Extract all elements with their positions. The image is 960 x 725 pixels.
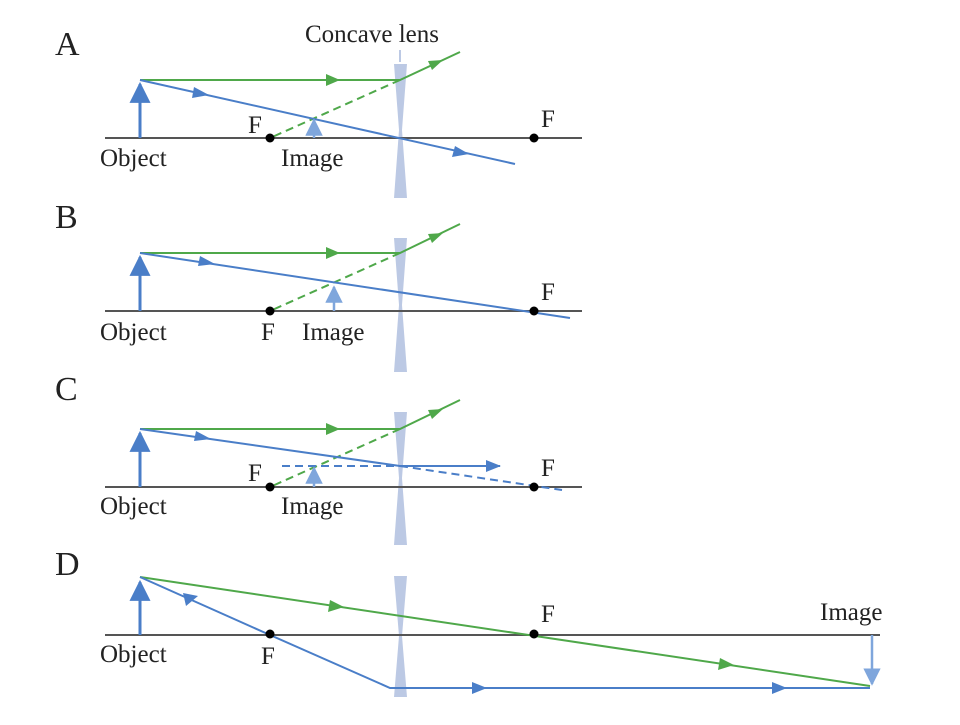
focal-point xyxy=(265,482,275,492)
object-label: Object xyxy=(100,145,167,172)
panel-letter: C xyxy=(55,371,78,408)
focal-label: F xyxy=(541,106,555,133)
focal-point xyxy=(529,306,539,316)
focal-label: F xyxy=(541,455,555,482)
image-label: Image xyxy=(281,493,343,520)
green-ray xyxy=(139,576,871,687)
green-virtual-ray xyxy=(269,428,401,488)
image-label: Image xyxy=(281,145,343,172)
blue-arrowhead xyxy=(472,682,487,694)
panel-b: B F F Object Image xyxy=(55,199,582,372)
green-arrowhead xyxy=(428,409,443,419)
blue-arrowhead xyxy=(192,87,209,98)
image-label: Image xyxy=(820,599,882,626)
blue-arrowhead xyxy=(772,682,787,694)
panel-d: D F F Object Image xyxy=(55,546,882,697)
focal-label: F xyxy=(261,319,275,346)
blue-ray xyxy=(139,576,870,689)
focal-point xyxy=(265,629,275,639)
green-arrowhead xyxy=(328,600,344,612)
blue-arrowhead xyxy=(198,256,215,266)
focal-label: F xyxy=(261,643,275,670)
focal-point xyxy=(529,133,539,143)
focal-label: F xyxy=(248,460,262,487)
focal-label: F xyxy=(541,601,555,628)
green-arrowhead xyxy=(428,233,443,243)
concave-lens xyxy=(394,64,407,198)
concave-lens xyxy=(394,238,407,372)
focal-point xyxy=(265,133,275,143)
focal-point xyxy=(529,629,539,639)
focal-point xyxy=(265,306,275,316)
green-arrowhead xyxy=(428,60,443,70)
green-arrowhead xyxy=(326,74,340,86)
object-label: Object xyxy=(100,641,167,668)
blue-arrowhead xyxy=(194,431,211,441)
image-label: Image xyxy=(302,319,364,346)
focal-label: F xyxy=(541,279,555,306)
green-arrowhead xyxy=(326,423,340,435)
panel-letter: D xyxy=(55,546,80,583)
focal-label: F xyxy=(248,112,262,139)
concave-lens xyxy=(394,412,407,545)
panel-letter: B xyxy=(55,199,78,236)
green-ray xyxy=(140,399,461,430)
blue-ray xyxy=(139,428,401,467)
focal-point xyxy=(529,482,539,492)
panel-a: A F F Object Image xyxy=(55,26,582,198)
object-label: Object xyxy=(100,319,167,346)
blue-arrowhead xyxy=(486,460,501,472)
blue-arrowhead xyxy=(183,593,198,606)
green-ray xyxy=(140,223,461,254)
diagram-title: Concave lens xyxy=(305,21,439,48)
green-virtual-ray xyxy=(269,79,401,139)
panel-letter: A xyxy=(55,26,80,63)
panel-c: C F F Object Image xyxy=(55,371,582,545)
blue-arrowhead xyxy=(452,146,469,157)
concave-lens xyxy=(394,576,407,697)
green-arrowhead xyxy=(326,247,340,259)
green-arrowhead xyxy=(718,658,734,670)
object-label: Object xyxy=(100,493,167,520)
green-ray xyxy=(140,51,461,81)
